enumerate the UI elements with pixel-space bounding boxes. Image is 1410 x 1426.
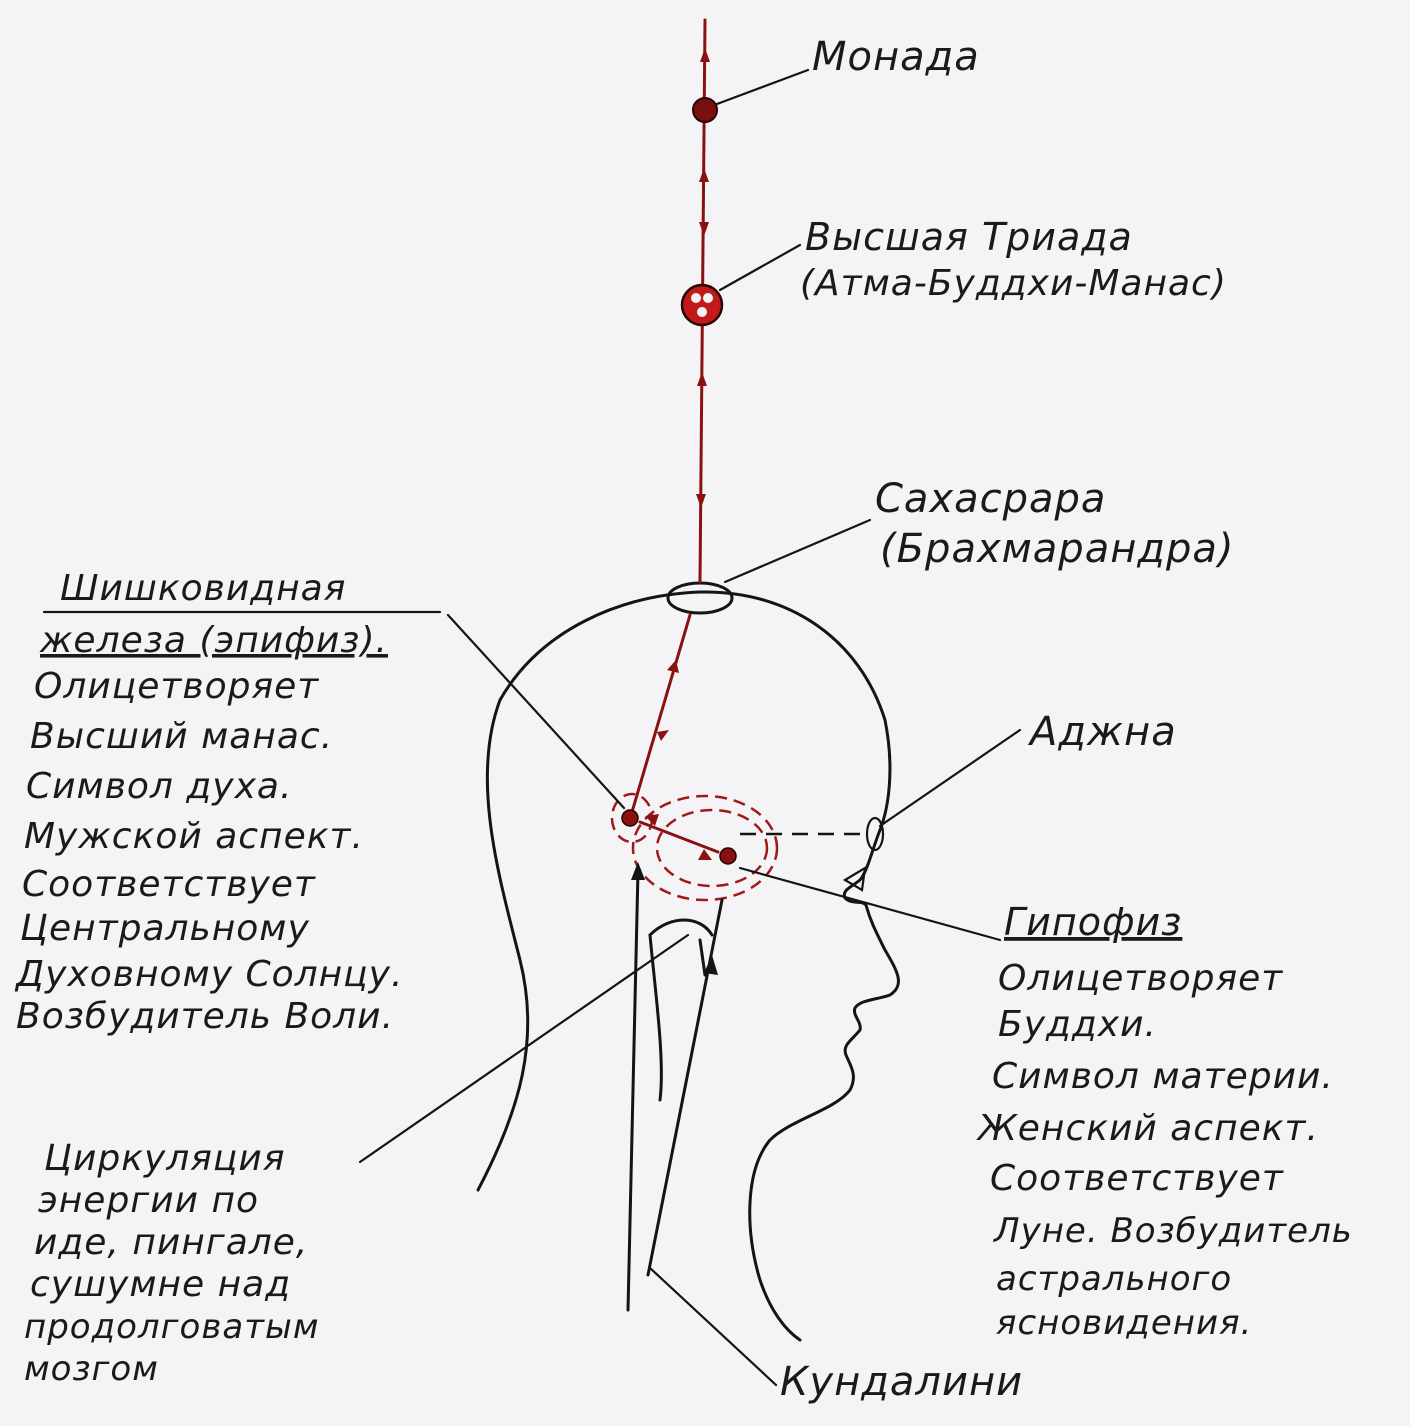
pituitary-line: Женский аспект.: [976, 1108, 1319, 1149]
sahasrara-ellipse: [668, 583, 732, 613]
pituitary-line: Соответствует: [990, 1158, 1284, 1199]
circulation-leader: [360, 935, 688, 1162]
pineal-line: Соответствует: [22, 864, 316, 905]
pituitary-line: Символ материи.: [992, 1056, 1334, 1097]
circulation-line: энергии по: [38, 1180, 259, 1221]
triad-dot-2: [703, 293, 713, 303]
pineal-line: Мужской аспект.: [24, 816, 364, 857]
pituitary-line: Луне. Возбудитель: [992, 1211, 1353, 1251]
pituitary-title: Гипофиз: [1004, 900, 1182, 944]
crown-to-pineal-line: [632, 615, 690, 812]
label-ajna: Аджна: [1027, 709, 1177, 755]
label-monada: Монада: [812, 34, 980, 80]
pineal-pituitary-link: [640, 822, 718, 852]
arrow-link-2: [698, 849, 712, 860]
pineal-line: Духовному Солнцу.: [14, 954, 403, 995]
label-sahasrara-2: (Брахмарандра): [880, 526, 1235, 572]
pituitary-line: ясновидения.: [996, 1303, 1252, 1343]
channel-left: [628, 870, 638, 1310]
pineal-point: [622, 810, 638, 826]
label-sahasrara-1: Сахасрара: [875, 476, 1106, 522]
pineal-title: Шишковидная: [60, 568, 346, 609]
label-kundalini: Кундалини: [780, 1359, 1023, 1405]
circulation-line: Циркуляция: [44, 1138, 285, 1179]
circulation-arc: [650, 920, 712, 935]
arrow-down-1: [699, 222, 709, 236]
arrow-left-channel: [631, 862, 645, 880]
channel-center: [700, 940, 705, 975]
pineal-line: Возбудитель Воли.: [16, 996, 394, 1037]
arrow-down-2: [696, 494, 706, 508]
ajna-leader: [880, 730, 1020, 826]
pituitary-leader: [740, 868, 1000, 940]
circulation-line: сушумне над: [30, 1264, 291, 1305]
head-outline: [478, 592, 898, 1340]
pineal-line: Олицетворяет: [34, 666, 319, 707]
pituitary-line: астрального: [996, 1259, 1232, 1299]
arrow-up-2: [699, 168, 709, 182]
circulation-line: иде, пингале,: [34, 1222, 308, 1263]
pituitary-point: [720, 848, 736, 864]
triad-dot-1: [691, 293, 701, 303]
sahasrara-leader: [725, 520, 870, 582]
circulation-line: мозгом: [24, 1349, 159, 1389]
circulation-line: продолговатым: [24, 1307, 320, 1347]
kundalini-leader: [650, 1268, 776, 1385]
pituitary-line: Олицетворяет: [998, 958, 1283, 999]
arrow-red-mid-2: [657, 730, 669, 741]
arrow-right-channel: [704, 955, 718, 975]
pineal-leader: [448, 615, 624, 808]
pineal-line: Символ духа.: [26, 766, 292, 807]
triad-dot-3: [697, 307, 707, 317]
arrow-up-3: [697, 372, 707, 386]
label-triad-2: (Атма-Буддхи-Манас): [800, 263, 1227, 304]
pituitary-line: Буддхи.: [998, 1004, 1157, 1045]
monada-dot: [693, 98, 717, 122]
arrow-up-1: [700, 48, 710, 62]
pituitary-orbit-inner: [657, 810, 767, 886]
circulation-text-block: Циркуляция энергии по иде, пингале, сушу…: [24, 1138, 320, 1389]
triad-leader: [720, 245, 800, 290]
label-triad-1: Высшая Триада: [805, 215, 1133, 259]
pineal-line: Центральному: [20, 908, 310, 949]
pineal-text-block: Шишковидная железа (эпифиз). Олицетворяе…: [14, 568, 403, 1037]
pineal-title-2: железа (эпифиз).: [39, 620, 388, 661]
triad-circle: [682, 285, 722, 325]
pituitary-text-block: Гипофиз Олицетворяет Буддхи. Символ мате…: [976, 900, 1353, 1343]
pineal-line: Высший манас.: [30, 716, 333, 757]
monada-leader: [717, 70, 808, 104]
